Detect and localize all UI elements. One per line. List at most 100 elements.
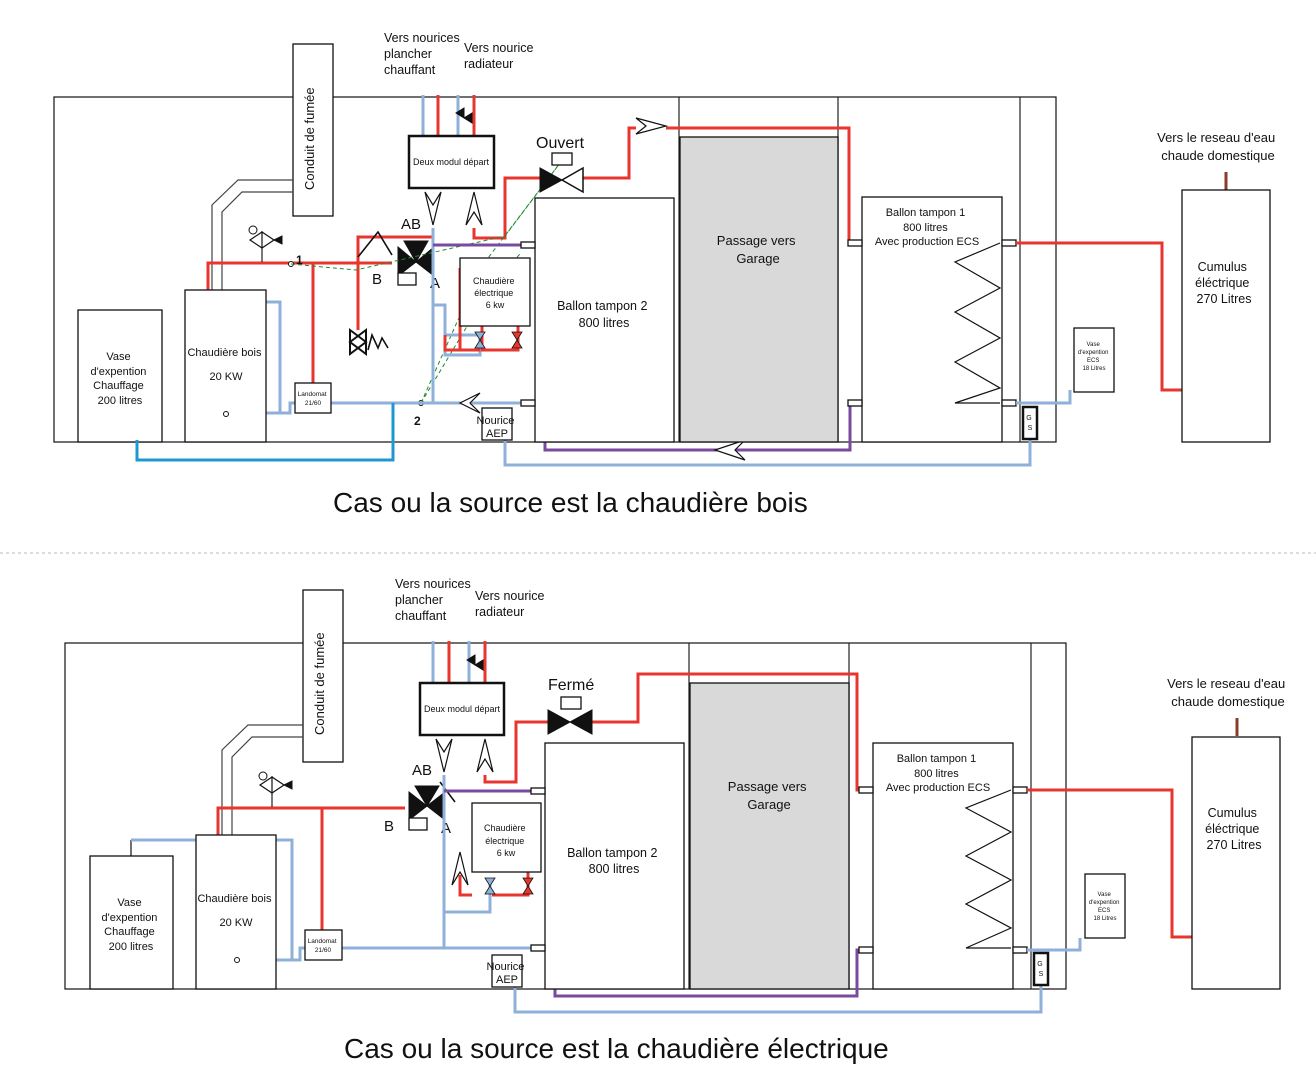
flow-arrow-icon xyxy=(476,738,494,773)
electric-boiler xyxy=(459,257,531,327)
radiator-valve-icon xyxy=(466,654,484,671)
tank-port xyxy=(530,787,546,795)
valve-direction-arrow xyxy=(357,230,393,258)
valve-actuator xyxy=(551,152,573,166)
buffer-tank-1-label: Ballon tampon 1 800 litres Avec producti… xyxy=(875,207,979,248)
diagram-wood-boiler: Conduit de fumée Vers nourices plancher … xyxy=(53,31,1279,518)
module-label: Deux modul départ xyxy=(424,704,501,714)
ecs-expansion-vessel xyxy=(1073,327,1115,393)
aep-manifold xyxy=(491,954,523,988)
hot-pipe xyxy=(472,176,540,240)
module-box xyxy=(407,134,496,190)
valve-state-label: Ouvert xyxy=(536,135,585,152)
electric-boiler-label: Chaudière électrique 6 kw xyxy=(473,276,517,310)
ball-valve-icon xyxy=(474,331,486,349)
a-label: A xyxy=(430,275,440,292)
ecs-coil xyxy=(953,242,1002,404)
tank-port xyxy=(1001,239,1017,247)
wood-boiler xyxy=(184,289,267,443)
b-label: B xyxy=(372,271,382,288)
ecs-coil xyxy=(964,789,1013,949)
buffer-tank-2 xyxy=(544,742,685,990)
safety-group-label: G S xyxy=(1026,415,1033,432)
pressure-gauge-icon xyxy=(258,771,268,781)
expansion-pipe xyxy=(135,403,395,462)
flue-pipe xyxy=(211,179,293,290)
ecs-expansion-label: Vase d'expention ECS 18 Litres xyxy=(1089,892,1121,922)
flue-pipe xyxy=(221,724,303,835)
flow-arrow-icon xyxy=(424,191,442,226)
cold-pipe xyxy=(513,985,1043,1014)
flow-arrow-icon xyxy=(635,117,669,135)
safety-valve-icon xyxy=(248,230,276,250)
flow-arrow-icon xyxy=(451,851,469,886)
floor-heating-label: Vers nourices plancher chauffant xyxy=(384,31,463,77)
cumulus-label: Cumulus éléctrique 270 Litres xyxy=(1195,260,1253,306)
radiator-label: Vers nourice radiateur xyxy=(464,41,537,71)
valve-state-label: Fermé xyxy=(548,677,594,694)
aep-label: Nourice AEP xyxy=(477,415,518,440)
safety-group-label: G S xyxy=(1037,961,1044,978)
safety-valve-icon xyxy=(258,775,286,795)
a-label: A xyxy=(441,820,451,837)
cold-pipe xyxy=(266,300,282,413)
radiator-valve-icon xyxy=(455,107,473,124)
pressure-gauge-icon xyxy=(248,225,258,235)
point-1-label: 1 xyxy=(296,253,303,267)
zone-valve-icon xyxy=(560,166,584,194)
ball-valve-icon xyxy=(511,331,523,349)
landomat-label: Landomat 21/60 xyxy=(298,391,329,407)
module-box xyxy=(418,681,506,737)
hot-pipe xyxy=(443,268,462,352)
hot-pipe xyxy=(1016,241,1182,392)
safety-valve-icon xyxy=(272,235,283,245)
boiler-port xyxy=(234,957,240,963)
tank-port xyxy=(520,399,536,407)
safety-valve-icon xyxy=(282,780,293,790)
hot-pipe xyxy=(583,126,636,180)
hot-pipe xyxy=(206,261,392,290)
valve-actuator xyxy=(408,817,428,831)
landomat-label: Landomat 21/60 xyxy=(308,938,339,954)
heating-expansion-label: Vase d'expention Chauffage 200 litres xyxy=(91,351,150,407)
tank-port xyxy=(1012,946,1028,954)
ab-label: AB xyxy=(401,216,421,233)
heating-expansion-label: Vase d'expention Chauffage 200 litres xyxy=(102,897,161,953)
ball-valve-icon xyxy=(522,877,534,895)
flow-arrow-icon xyxy=(713,439,746,461)
tank-port xyxy=(520,241,536,249)
wood-boiler-label: Chaudière bois 20 KW xyxy=(197,893,274,929)
three-way-valve-icon xyxy=(414,785,440,807)
diagram-caption: Cas ou la source est la chaudière électr… xyxy=(344,1033,889,1064)
ecs-expansion-vessel xyxy=(1084,873,1126,939)
signal-line xyxy=(290,162,561,271)
valve-actuator xyxy=(397,272,417,286)
cold-pipe xyxy=(442,860,492,914)
flue-label: Conduit de fumée xyxy=(312,632,327,735)
tank-port xyxy=(530,944,546,952)
hot-water-network-label: Vers le reseau d'eau chaude domestique xyxy=(1157,130,1279,163)
cumulus-tank xyxy=(1181,189,1271,443)
boiler-port xyxy=(223,411,229,417)
tank-port xyxy=(858,946,874,954)
diagram-caption: Cas ou la source est la chaudière bois xyxy=(333,487,808,518)
garage-label: Passage vers Garage xyxy=(717,233,799,266)
buffer-tank-1-label: Ballon tampon 1 800 litres Avec producti… xyxy=(886,753,990,794)
safety-group xyxy=(1021,405,1039,441)
garage-passage xyxy=(679,136,839,443)
hot-pipe xyxy=(1027,788,1192,939)
tank-port xyxy=(858,786,874,794)
b-label: B xyxy=(384,818,394,835)
flow-arrow-icon xyxy=(458,392,481,414)
point-2-label: 2 xyxy=(414,414,421,428)
buffer-tank-1 xyxy=(861,196,1003,443)
ball-valve-icon xyxy=(484,877,496,895)
hot-pipe xyxy=(216,806,405,835)
garage-label: Passage vers Garage xyxy=(728,779,810,812)
garage-passage xyxy=(689,682,850,990)
wood-boiler-label: Chaudière bois 20 KW xyxy=(187,347,264,383)
cold-pipe xyxy=(1027,938,1082,952)
tank-port xyxy=(1001,399,1017,407)
cumulus-label: Cumulus éléctrique 270 Litres xyxy=(1205,806,1263,852)
buffer-tank-2 xyxy=(534,197,675,443)
